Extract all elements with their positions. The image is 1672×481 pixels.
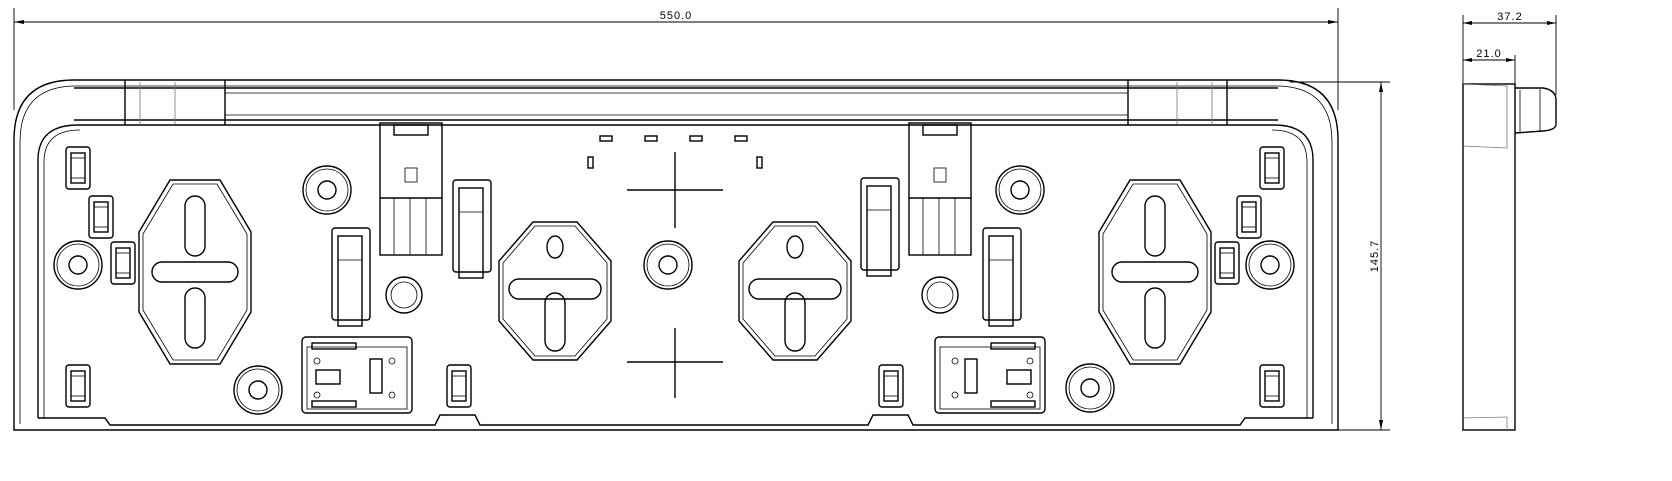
connector-module-right xyxy=(908,122,972,256)
slider-latch xyxy=(860,177,900,277)
screw-hole xyxy=(1065,363,1115,413)
snap-clip xyxy=(65,146,91,190)
connector-module-left xyxy=(379,122,443,256)
boss-ring xyxy=(385,276,423,314)
width-dimension-label: 550.0 xyxy=(660,10,693,22)
slider-latch xyxy=(331,227,371,327)
snap-clip xyxy=(1236,195,1262,239)
alignment-cross-bottom xyxy=(627,328,723,398)
body-depth-label: 21.0 xyxy=(1476,48,1501,60)
front-view xyxy=(13,79,1339,431)
snap-clip xyxy=(65,364,91,408)
height-dimension-label: 145.7 xyxy=(1369,240,1381,273)
mounting-plate-right xyxy=(1098,179,1212,365)
mounting-plate-center-right xyxy=(738,221,852,361)
side-view: 37.2 21.0 xyxy=(1462,11,1557,431)
snap-clip xyxy=(110,241,136,285)
slider-latch xyxy=(982,227,1022,327)
screw-hole xyxy=(643,240,693,290)
screw-hole xyxy=(302,165,352,215)
alignment-marks xyxy=(587,135,763,169)
snap-clip xyxy=(1214,241,1240,285)
screw-hole xyxy=(53,240,103,290)
screw-hole xyxy=(1245,240,1295,290)
snap-clip xyxy=(1259,364,1285,408)
snap-clip xyxy=(88,195,114,239)
mounting-plate-left xyxy=(138,179,252,365)
screw-hole xyxy=(233,365,283,415)
mounting-plate-center-left xyxy=(498,221,612,361)
height-dimension: 145.7 xyxy=(1290,81,1390,431)
slider-latch xyxy=(452,179,492,279)
total-depth-label: 37.2 xyxy=(1497,11,1522,23)
width-dimension: 550.0 xyxy=(13,8,1339,110)
terminal-block-left xyxy=(301,336,413,414)
alignment-cross-top xyxy=(627,152,723,228)
snap-clip xyxy=(446,364,472,408)
snap-clip xyxy=(878,364,904,408)
boss-ring xyxy=(921,276,959,314)
screw-hole xyxy=(995,165,1045,215)
snap-clip xyxy=(1259,146,1285,190)
terminal-block-right xyxy=(934,336,1046,414)
